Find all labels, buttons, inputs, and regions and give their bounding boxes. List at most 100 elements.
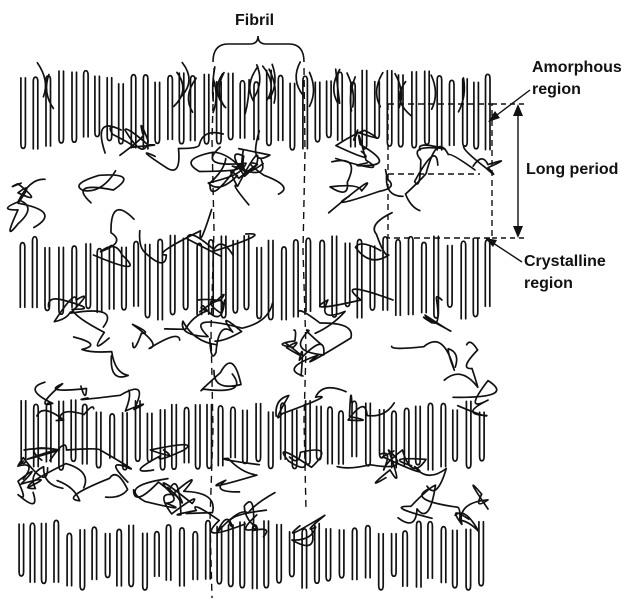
chain-fold xyxy=(461,241,466,319)
chain-fold xyxy=(231,407,236,457)
chain-fold xyxy=(168,76,173,140)
amorphous-chain xyxy=(134,479,176,508)
chain-fold xyxy=(466,529,471,590)
chain-fold xyxy=(21,78,26,148)
chain-fold xyxy=(277,525,282,583)
chain-fold xyxy=(422,242,427,312)
chain-fold xyxy=(160,410,165,470)
amorphous-chain xyxy=(453,381,497,416)
amorphous-chain xyxy=(329,161,368,213)
amorphous-chain xyxy=(37,407,94,421)
chain-fold xyxy=(197,243,202,314)
chain-fold xyxy=(71,400,76,461)
amorphous-chain xyxy=(294,311,351,376)
chain-fold xyxy=(196,405,201,469)
fibril-brace-icon xyxy=(213,36,304,62)
amorphous-chain xyxy=(456,485,488,524)
chain-fold xyxy=(338,72,343,140)
chain-fold xyxy=(453,530,458,588)
chain-fold xyxy=(131,75,136,148)
chain-fold xyxy=(370,246,375,310)
chain-fold xyxy=(417,521,422,587)
chain-fold xyxy=(486,74,491,149)
chain-fold xyxy=(392,534,397,577)
amorphous-chain xyxy=(282,330,300,355)
amorphous-chain xyxy=(276,388,346,418)
chain-fold xyxy=(290,532,295,577)
chain-fold xyxy=(86,244,91,309)
chain-fold xyxy=(352,528,357,579)
chain-fold xyxy=(80,530,85,590)
amorphous-chain xyxy=(398,485,435,523)
chain-fold xyxy=(425,71,430,144)
chain-end xyxy=(245,80,249,114)
chain-fold xyxy=(453,410,458,461)
chain-fold xyxy=(129,525,134,586)
chain-fold xyxy=(110,414,115,458)
chain-fold xyxy=(474,82,479,149)
chain-fold xyxy=(315,524,320,584)
chain-fold xyxy=(166,525,171,580)
chain-fold xyxy=(253,525,258,589)
chain-fold xyxy=(136,401,141,461)
long-period-arrow-icon xyxy=(492,104,526,238)
fibril-label: Fibril xyxy=(235,12,274,29)
chain-fold xyxy=(96,412,101,468)
chain-fold xyxy=(352,401,357,456)
chain-fold xyxy=(59,71,64,143)
chain-fold xyxy=(193,532,198,580)
chain-fold xyxy=(403,531,408,586)
chain-fold xyxy=(294,240,299,317)
chain-fold xyxy=(339,411,344,464)
chain-fold xyxy=(59,247,64,314)
chain-fold xyxy=(441,404,446,467)
chain-fold xyxy=(42,524,47,584)
amorphous-chain xyxy=(28,464,85,489)
fibril-boundary xyxy=(210,68,306,598)
chain-fold xyxy=(282,247,287,320)
chain-fold xyxy=(362,71,367,149)
amorphous-chain xyxy=(299,330,324,376)
chain-fold xyxy=(380,410,385,458)
chain-fold xyxy=(428,403,433,470)
fibril-left-boundary xyxy=(210,68,214,598)
chain-fold xyxy=(33,77,38,149)
chain-fold xyxy=(20,243,25,308)
amorphous-chain xyxy=(54,296,107,327)
chain-fold xyxy=(480,412,485,461)
chain-fold xyxy=(379,534,384,590)
chain-fold xyxy=(339,530,344,578)
amorphous-chain xyxy=(392,342,457,370)
chain-fold xyxy=(244,236,249,310)
chain-fold xyxy=(290,83,295,149)
chain-fold xyxy=(485,240,490,306)
chain-fold xyxy=(328,407,333,464)
amorphous-chain xyxy=(315,289,393,333)
amorphous-chain xyxy=(464,146,502,175)
amorphous-chain xyxy=(57,475,127,501)
amorphous-chain xyxy=(12,183,45,227)
chain-fold xyxy=(448,246,453,308)
chain-fold xyxy=(409,237,414,315)
chain-fold xyxy=(123,413,128,470)
amorphous-chain xyxy=(74,337,129,377)
chain-fold xyxy=(54,520,59,582)
crystalline-label-line2: region xyxy=(524,275,573,292)
amorphous-label-line1: Amorphous xyxy=(532,59,622,76)
chain-fold xyxy=(147,413,152,461)
chain-fold xyxy=(320,240,325,306)
chain-fold xyxy=(366,526,371,578)
chain-fold xyxy=(158,239,163,319)
chain-fold xyxy=(155,82,160,143)
chain-fold xyxy=(233,241,238,313)
chain-fold xyxy=(217,527,222,584)
chain-fold xyxy=(218,406,223,466)
chain-fold xyxy=(269,412,274,468)
amorphous-chain xyxy=(133,324,180,348)
chain-fold xyxy=(155,532,160,577)
chain-end xyxy=(310,72,314,106)
chain-fold xyxy=(303,76,308,149)
chain-fold xyxy=(105,534,110,578)
chain-fold xyxy=(72,72,77,142)
amorphous-chain xyxy=(146,133,223,170)
